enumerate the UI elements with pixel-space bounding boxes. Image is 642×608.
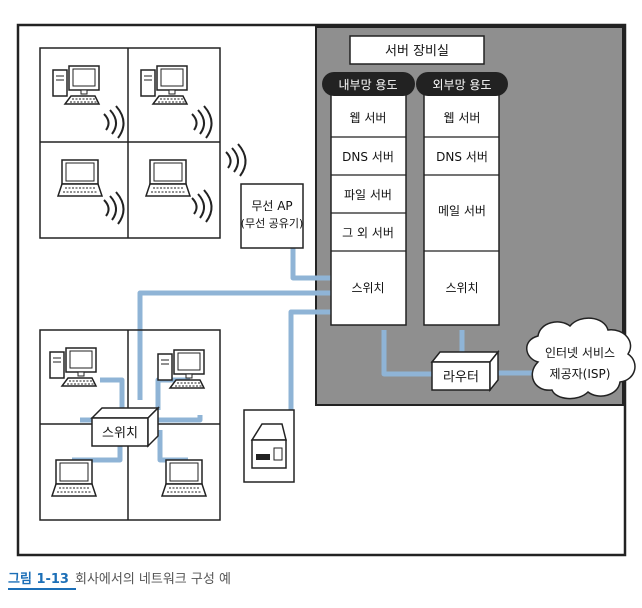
isp-label-line1: 인터넷 서비스 [545, 346, 615, 360]
router-label: 라우터 [443, 370, 479, 385]
internal-network-column: 내부망 용도 웹 서버 DNS 서버 파일 서버 그 외 서버 스위치 [322, 72, 415, 326]
printer-icon [243, 409, 295, 483]
internal-header: 내부망 용도 [338, 78, 397, 92]
external-switch: 스위치 [445, 281, 478, 295]
server-room-title: 서버 장비실 [349, 35, 485, 65]
server-room-title-text: 서버 장비실 [385, 44, 449, 59]
wifi-waves-icon [225, 143, 247, 177]
laptop-pc-icon [145, 159, 191, 197]
figure-caption: 그림 1-13 회사에서의 네트워크 구성 예 [8, 568, 231, 587]
isp-label-line2: 제공자(ISP) [550, 367, 611, 381]
laptop-pc-icon [51, 459, 97, 497]
internal-item: 웹 서버 [350, 111, 387, 125]
wireless-ap-label-line2: (무선 공유기) [241, 217, 304, 230]
figure-number: 그림 1-13 [8, 572, 69, 587]
figure-caption-text: 회사에서의 네트워크 구성 예 [74, 572, 231, 587]
office-switch-label: 스위치 [102, 426, 138, 441]
wireless-ap-label-line1: 무선 AP [251, 199, 292, 213]
laptop-pc-icon [161, 459, 207, 497]
external-item: 메일 서버 [438, 204, 486, 218]
caption-underline [8, 588, 76, 590]
laptop-pc-icon [57, 159, 103, 197]
internal-item: 파일 서버 [344, 188, 392, 202]
internal-item: 그 외 서버 [342, 226, 394, 240]
external-network-column: 외부망 용도 웹 서버 DNS 서버 메일 서버 스위치 [416, 72, 508, 326]
external-item: DNS 서버 [436, 150, 488, 164]
internal-item: DNS 서버 [342, 150, 394, 164]
internal-switch: 스위치 [351, 281, 384, 295]
external-header: 외부망 용도 [432, 78, 491, 92]
external-item: 웹 서버 [444, 111, 481, 125]
office-switch: 스위치 [90, 406, 160, 448]
wireless-ap: 무선 AP (무선 공유기) [240, 183, 304, 249]
isp-cloud: 인터넷 서비스 제공자(ISP) [526, 317, 636, 400]
router: 라우터 [430, 349, 500, 393]
